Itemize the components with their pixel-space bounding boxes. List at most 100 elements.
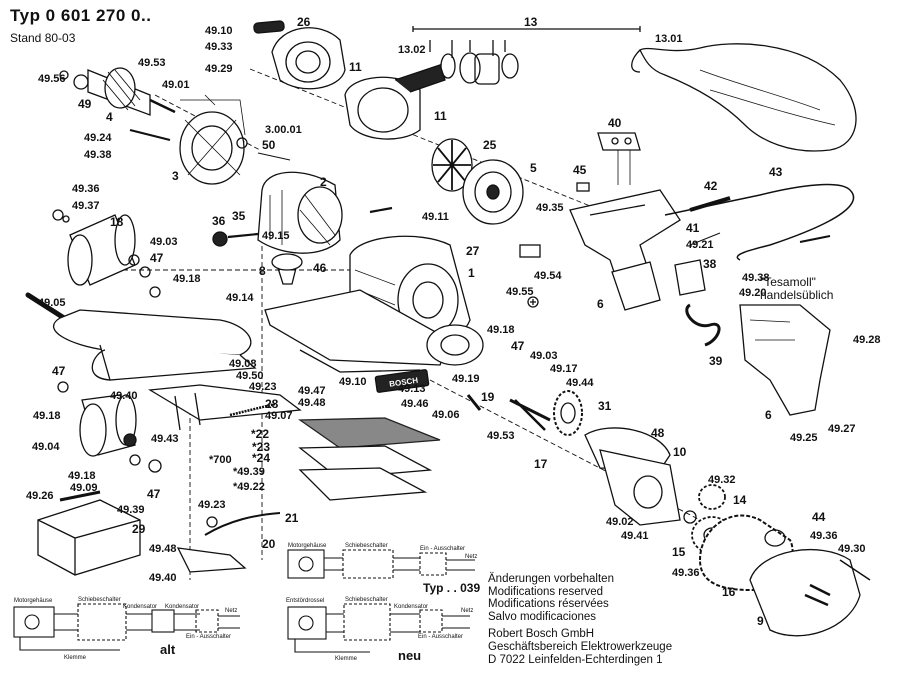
note-line: Modifications reserved: [488, 585, 604, 598]
part-callout: 21: [285, 511, 299, 525]
revision-stand: Stand 80-03: [10, 31, 76, 45]
part-callout: 1: [468, 266, 475, 280]
part-callout: 5: [530, 161, 537, 175]
part-callout: 13.02: [398, 44, 426, 56]
part-callout: 49.56: [38, 73, 66, 85]
part-callout: 6: [765, 408, 772, 422]
part-callout: 49.26: [26, 490, 54, 502]
part-callout: 49.30: [838, 543, 866, 555]
part-callout: 49.37: [72, 200, 100, 212]
part-callout: 9: [757, 614, 764, 628]
part-callout: 35: [232, 209, 246, 223]
part-callout: 49.43: [151, 433, 179, 445]
part-callout: 50: [262, 138, 276, 152]
part-callout: 49.18: [173, 273, 201, 285]
part-callout: *22: [251, 427, 270, 441]
part-callout: 49.01: [162, 79, 190, 91]
wiring-label: Schiebeschalter: [78, 597, 121, 603]
part-callout: 49.23: [249, 381, 277, 393]
part-callout: 49.27: [828, 423, 856, 435]
part-callout: 49.19: [452, 373, 480, 385]
part-callout: 25: [483, 138, 497, 152]
part-callout: 47: [147, 487, 161, 501]
wiring-label: Klemme: [335, 656, 358, 662]
wiring-label: Netz: [225, 608, 238, 614]
part-callout: *700: [209, 454, 232, 466]
part-callout: 49.15: [262, 230, 290, 242]
type-039-label: Typ . . 039: [423, 581, 481, 595]
part-callout: 49.13: [398, 383, 426, 395]
wiring-label: Netz: [461, 608, 474, 614]
part-callout: 49.44: [566, 377, 594, 389]
part-callout: 42: [704, 179, 718, 193]
part-callout: 49: [78, 97, 92, 111]
part-callout: 49.28: [853, 334, 881, 346]
part-callout: 49.18: [68, 470, 96, 482]
part-callout: 49.17: [550, 363, 578, 375]
part-callout: 49.47: [298, 385, 326, 397]
part-callout: 49.18: [33, 410, 61, 422]
type-number: Typ 0 601 270 0..: [10, 6, 152, 25]
part-callout: 26: [297, 15, 311, 29]
wiring-label: Klemme: [64, 655, 87, 661]
part-callout: 27: [466, 244, 480, 258]
part-callout: 31: [598, 399, 612, 413]
part-callout: 49.21: [686, 239, 714, 251]
part-callout: 49.05: [38, 297, 66, 309]
part-callout: 49.46: [401, 398, 429, 410]
part-callout: 49.20: [739, 287, 767, 299]
part-callout: 49.11: [422, 211, 449, 223]
part-callout: 49.10: [339, 376, 367, 388]
part-callout: 4: [106, 110, 113, 124]
part-callout: 20: [262, 537, 276, 551]
part-callout: 49.10: [205, 25, 233, 37]
wiring-label: Kondensator: [394, 604, 429, 610]
note-line: Modifications réservées: [488, 598, 609, 611]
wiring-label: Netz: [465, 554, 478, 560]
part-callout: 44: [812, 510, 826, 524]
part-callout: 3.00.01: [265, 124, 302, 136]
part-callout: 49.04: [32, 441, 60, 453]
note-line: Robert Bosch GmbH: [488, 628, 595, 641]
tesamoll-note: "Tesamoll" handelsüblich: [760, 276, 833, 302]
part-callout: 49.02: [606, 516, 634, 528]
manufacturer-notes: Änderungen vorbehalten Modifications res…: [488, 573, 672, 666]
part-callout: 3: [172, 169, 179, 183]
part-callout: 49.40: [149, 572, 177, 584]
version-neu: neu: [398, 648, 422, 663]
part-callout: 49.36: [672, 567, 700, 579]
part-callout: 6: [597, 297, 604, 311]
wiring-label: Schiebeschalter: [345, 597, 388, 603]
part-callout: 18: [110, 215, 124, 229]
part-callout: 29: [132, 522, 146, 536]
part-callout: 41: [686, 221, 700, 235]
version-alt: alt: [160, 642, 176, 657]
note-line: Änderungen vorbehalten: [488, 573, 614, 585]
part-callout: 49.08: [229, 358, 257, 370]
part-callout: *49.22: [233, 481, 265, 493]
wiring-diagrams: [13, 549, 475, 653]
part-callout: 40: [608, 116, 622, 130]
part-callout: 8: [259, 264, 266, 278]
wiring-label: Ein - Ausschalter: [186, 634, 232, 640]
part-callout: 49.14: [226, 292, 254, 304]
part-callout: 45: [573, 163, 587, 177]
part-callout: 49.41: [621, 530, 649, 542]
part-callout: 47: [511, 339, 525, 353]
wiring-label: Motorgehäuse: [288, 543, 327, 549]
part-callout: 48: [651, 426, 665, 440]
tesamoll-line: "Tesamoll": [760, 275, 816, 289]
part-callout: 38: [703, 257, 717, 271]
note-line: D 7022 Leinfelden-Echterdingen 1: [488, 653, 663, 666]
tesamoll-line: handelsüblich: [760, 288, 834, 302]
part-callout: 49.36: [72, 183, 100, 195]
wiring-label: Entstördrossel: [286, 598, 325, 604]
note-line: Geschäftsbereich Elektrowerkzeuge: [488, 640, 673, 653]
part-callout: 49.23: [198, 499, 226, 511]
part-callout: 14: [733, 493, 747, 507]
wiring-label: Schiebeschalter: [345, 543, 388, 549]
part-callout: 49.03: [150, 236, 178, 248]
part-callout: 49.29: [205, 63, 233, 75]
